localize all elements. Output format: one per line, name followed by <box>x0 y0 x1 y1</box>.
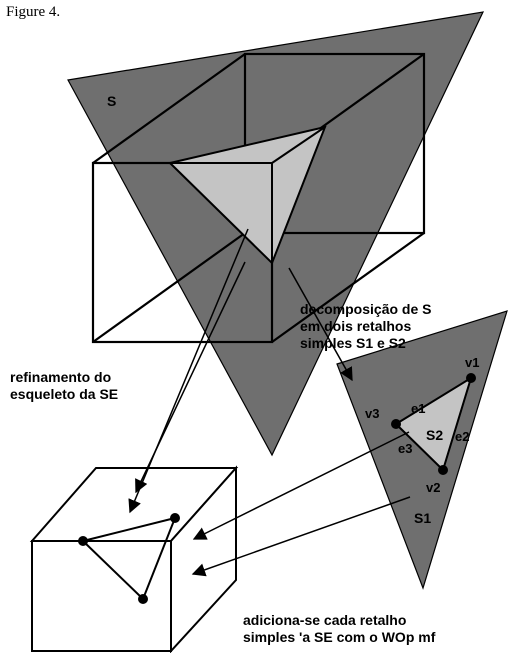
figure-caption: Figure 4. <box>6 4 60 20</box>
skeleton-vertex-dot <box>78 536 88 546</box>
addition-note: adiciona-se cada retalho simples 'a SE c… <box>243 612 436 645</box>
surface-label-s: S <box>107 93 116 109</box>
vertex-v2-dot <box>438 465 448 475</box>
bottom-cube <box>29 465 239 653</box>
edge-label-e1: e1 <box>411 401 425 416</box>
vertex-label-v1: v1 <box>465 355 479 370</box>
patch-label-s1: S1 <box>414 510 431 526</box>
vertex-label-v3: v3 <box>365 406 379 421</box>
edge-label-e3: e3 <box>398 441 412 456</box>
process-arrows <box>128 228 411 577</box>
decomposition-note: decomposição de S em dois retalhos simpl… <box>300 301 435 351</box>
vertex-v1-dot <box>466 373 476 383</box>
patch-label-s2: S2 <box>426 427 443 443</box>
patch-s2-triangle <box>394 375 473 472</box>
refinement-note: refinamento do esqueleto da SE <box>10 369 118 402</box>
vertex-label-v2: v2 <box>426 480 440 495</box>
skeleton-vertex-dot <box>138 594 148 604</box>
edge-label-e2: e2 <box>455 429 469 444</box>
vertex-v3-dot <box>391 419 401 429</box>
skeleton-vertex-dot <box>170 513 180 523</box>
inner-cut-triangle <box>167 125 327 265</box>
refined-skeleton <box>82 517 176 600</box>
